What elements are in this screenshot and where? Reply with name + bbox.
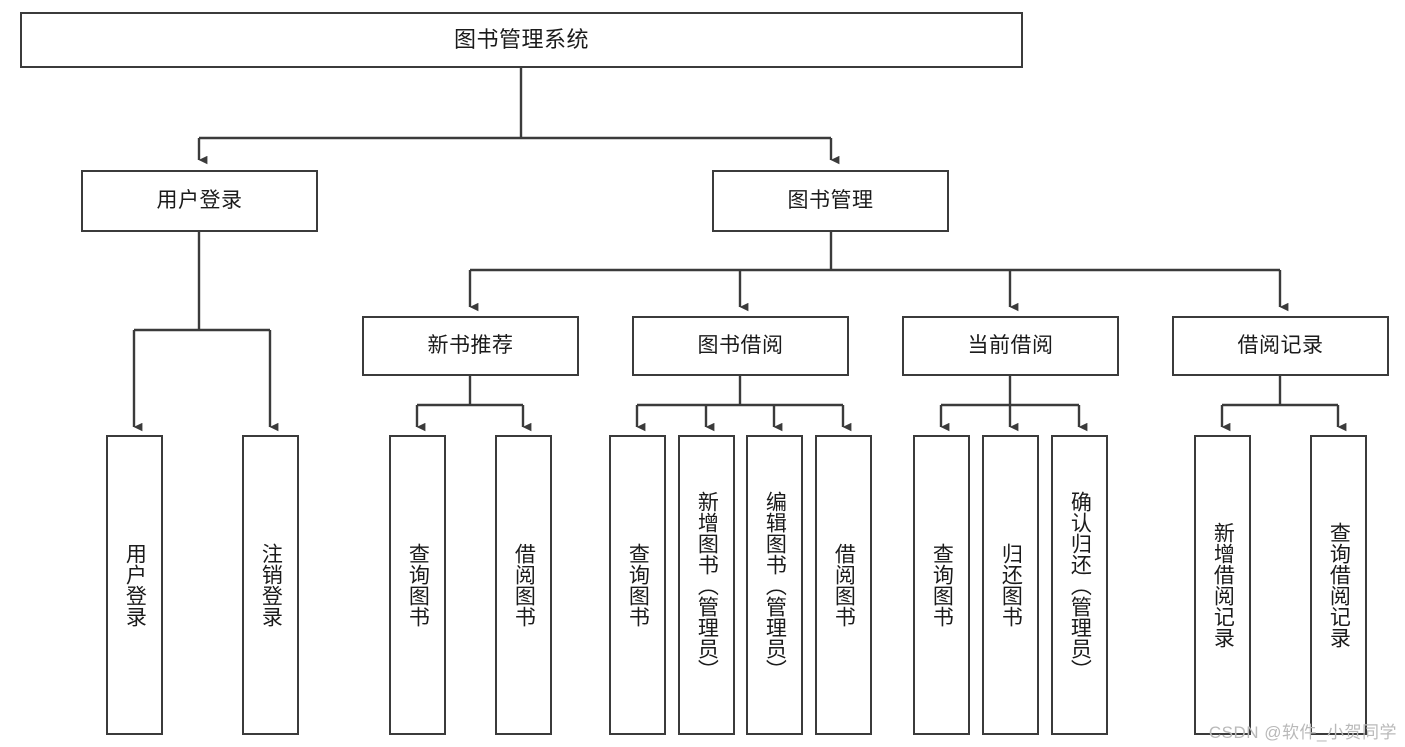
node-label: 编辑图书（管理员） bbox=[763, 490, 787, 680]
node-leaf-borrow-book-new[interactable]: 借阅图书 bbox=[495, 435, 552, 735]
node-book-management[interactable]: 图书管理 bbox=[712, 170, 949, 232]
node-label: 借阅图书 bbox=[832, 543, 856, 627]
node-label: 查询借阅记录 bbox=[1327, 522, 1351, 648]
node-label: 归还图书 bbox=[999, 543, 1023, 627]
node-user-login[interactable]: 用户登录 bbox=[81, 170, 318, 232]
node-leaf-add-borrow-record[interactable]: 新增借阅记录 bbox=[1194, 435, 1251, 735]
node-leaf-query-book-new[interactable]: 查询图书 bbox=[389, 435, 446, 735]
node-label: 查询图书 bbox=[626, 543, 650, 627]
node-leaf-query-borrow-record[interactable]: 查询借阅记录 bbox=[1310, 435, 1367, 735]
node-leaf-query-book-current[interactable]: 查询图书 bbox=[913, 435, 970, 735]
node-label: 图书借阅 bbox=[697, 333, 784, 357]
node-leaf-user-login[interactable]: 用户登录 bbox=[106, 435, 163, 735]
node-current-borrowing[interactable]: 当前借阅 bbox=[902, 316, 1119, 376]
node-label: 注销登录 bbox=[259, 543, 283, 627]
node-book-borrowing[interactable]: 图书借阅 bbox=[632, 316, 849, 376]
node-label: 查询图书 bbox=[930, 543, 954, 627]
watermark: CSDN @软件_小贺同学 bbox=[1208, 723, 1397, 742]
node-leaf-confirm-return-admin[interactable]: 确认归还（管理员） bbox=[1051, 435, 1108, 735]
node-label: 查询图书 bbox=[406, 543, 430, 627]
node-label: 当前借阅 bbox=[967, 333, 1054, 357]
node-borrowing-record[interactable]: 借阅记录 bbox=[1172, 316, 1389, 376]
node-leaf-borrow-book[interactable]: 借阅图书 bbox=[815, 435, 872, 735]
node-label: 新增借阅记录 bbox=[1211, 522, 1235, 648]
node-label: 借阅记录 bbox=[1237, 333, 1324, 357]
node-label: 图书管理系统 bbox=[453, 27, 589, 53]
node-label: 新书推荐 bbox=[427, 333, 514, 357]
node-leaf-query-book-borrow[interactable]: 查询图书 bbox=[609, 435, 666, 735]
node-label: 确认归还（管理员） bbox=[1068, 490, 1092, 680]
node-label: 用户登录 bbox=[156, 188, 243, 212]
node-label: 借阅图书 bbox=[512, 543, 536, 627]
node-leaf-return-book[interactable]: 归还图书 bbox=[982, 435, 1039, 735]
node-leaf-logout[interactable]: 注销登录 bbox=[242, 435, 299, 735]
node-root-book-management-system[interactable]: 图书管理系统 bbox=[20, 12, 1023, 68]
node-leaf-add-book-admin[interactable]: 新增图书（管理员） bbox=[678, 435, 735, 735]
node-label: 新增图书（管理员） bbox=[695, 490, 719, 680]
node-new-book-recommendation[interactable]: 新书推荐 bbox=[362, 316, 579, 376]
node-leaf-edit-book-admin[interactable]: 编辑图书（管理员） bbox=[746, 435, 803, 735]
node-label: 图书管理 bbox=[787, 188, 874, 212]
node-label: 用户登录 bbox=[123, 543, 147, 627]
